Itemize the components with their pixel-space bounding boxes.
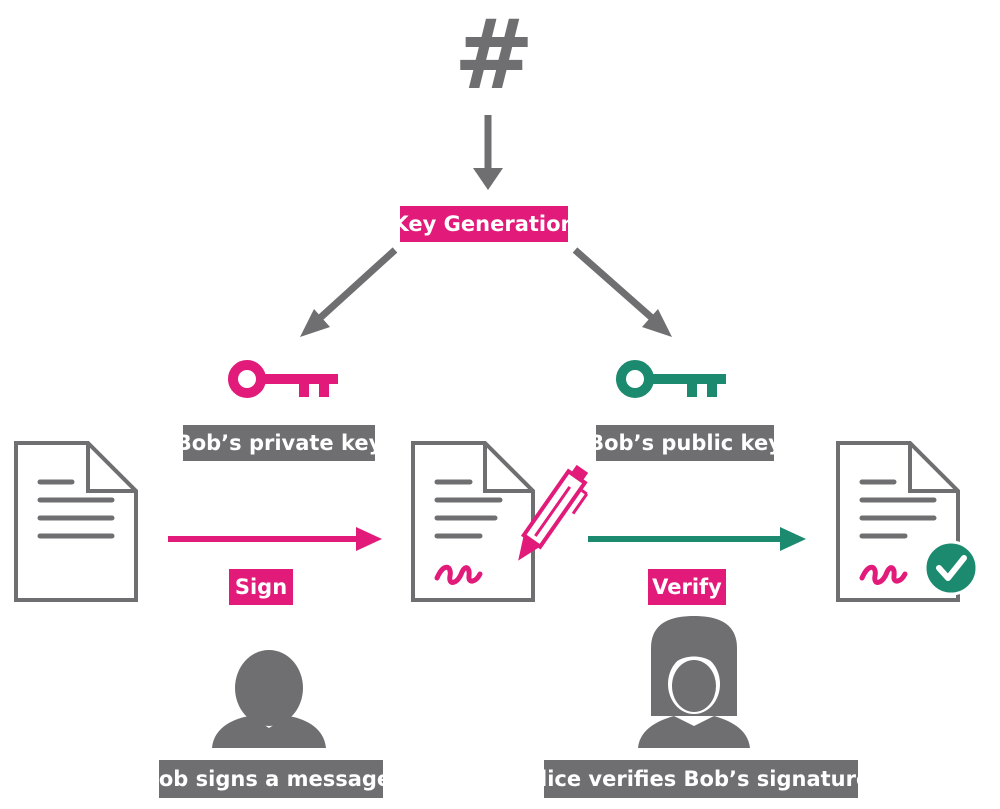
arrow-keygen-to-private-key (300, 247, 398, 337)
key-generation-label: Key Generation (393, 206, 575, 242)
pen-icon (518, 464, 589, 561)
alice-person-icon (638, 616, 750, 748)
alice-caption: Alice verifies Bob’s signature. (524, 760, 878, 798)
sign-label: Sign (229, 569, 293, 605)
arrow-keygen-to-public-key (572, 247, 672, 337)
public-key-label: Bob’s public key (588, 425, 782, 461)
verify-label: Verify (648, 569, 726, 605)
check-circle-icon (923, 540, 979, 596)
bob-caption: Bob signs a message. (143, 760, 399, 798)
unsigned-document-icon (14, 441, 138, 602)
sign-arrow (168, 527, 382, 551)
signed-document-icon (411, 441, 535, 602)
private-key-label: Bob’s private key (176, 425, 382, 461)
verify-arrow (588, 527, 806, 551)
hash-icon: # (454, 0, 534, 111)
private-key-icon (228, 360, 338, 398)
public-key-icon (616, 360, 726, 398)
arrow-hash-to-keygen (473, 115, 503, 190)
bob-person-icon (212, 650, 326, 748)
